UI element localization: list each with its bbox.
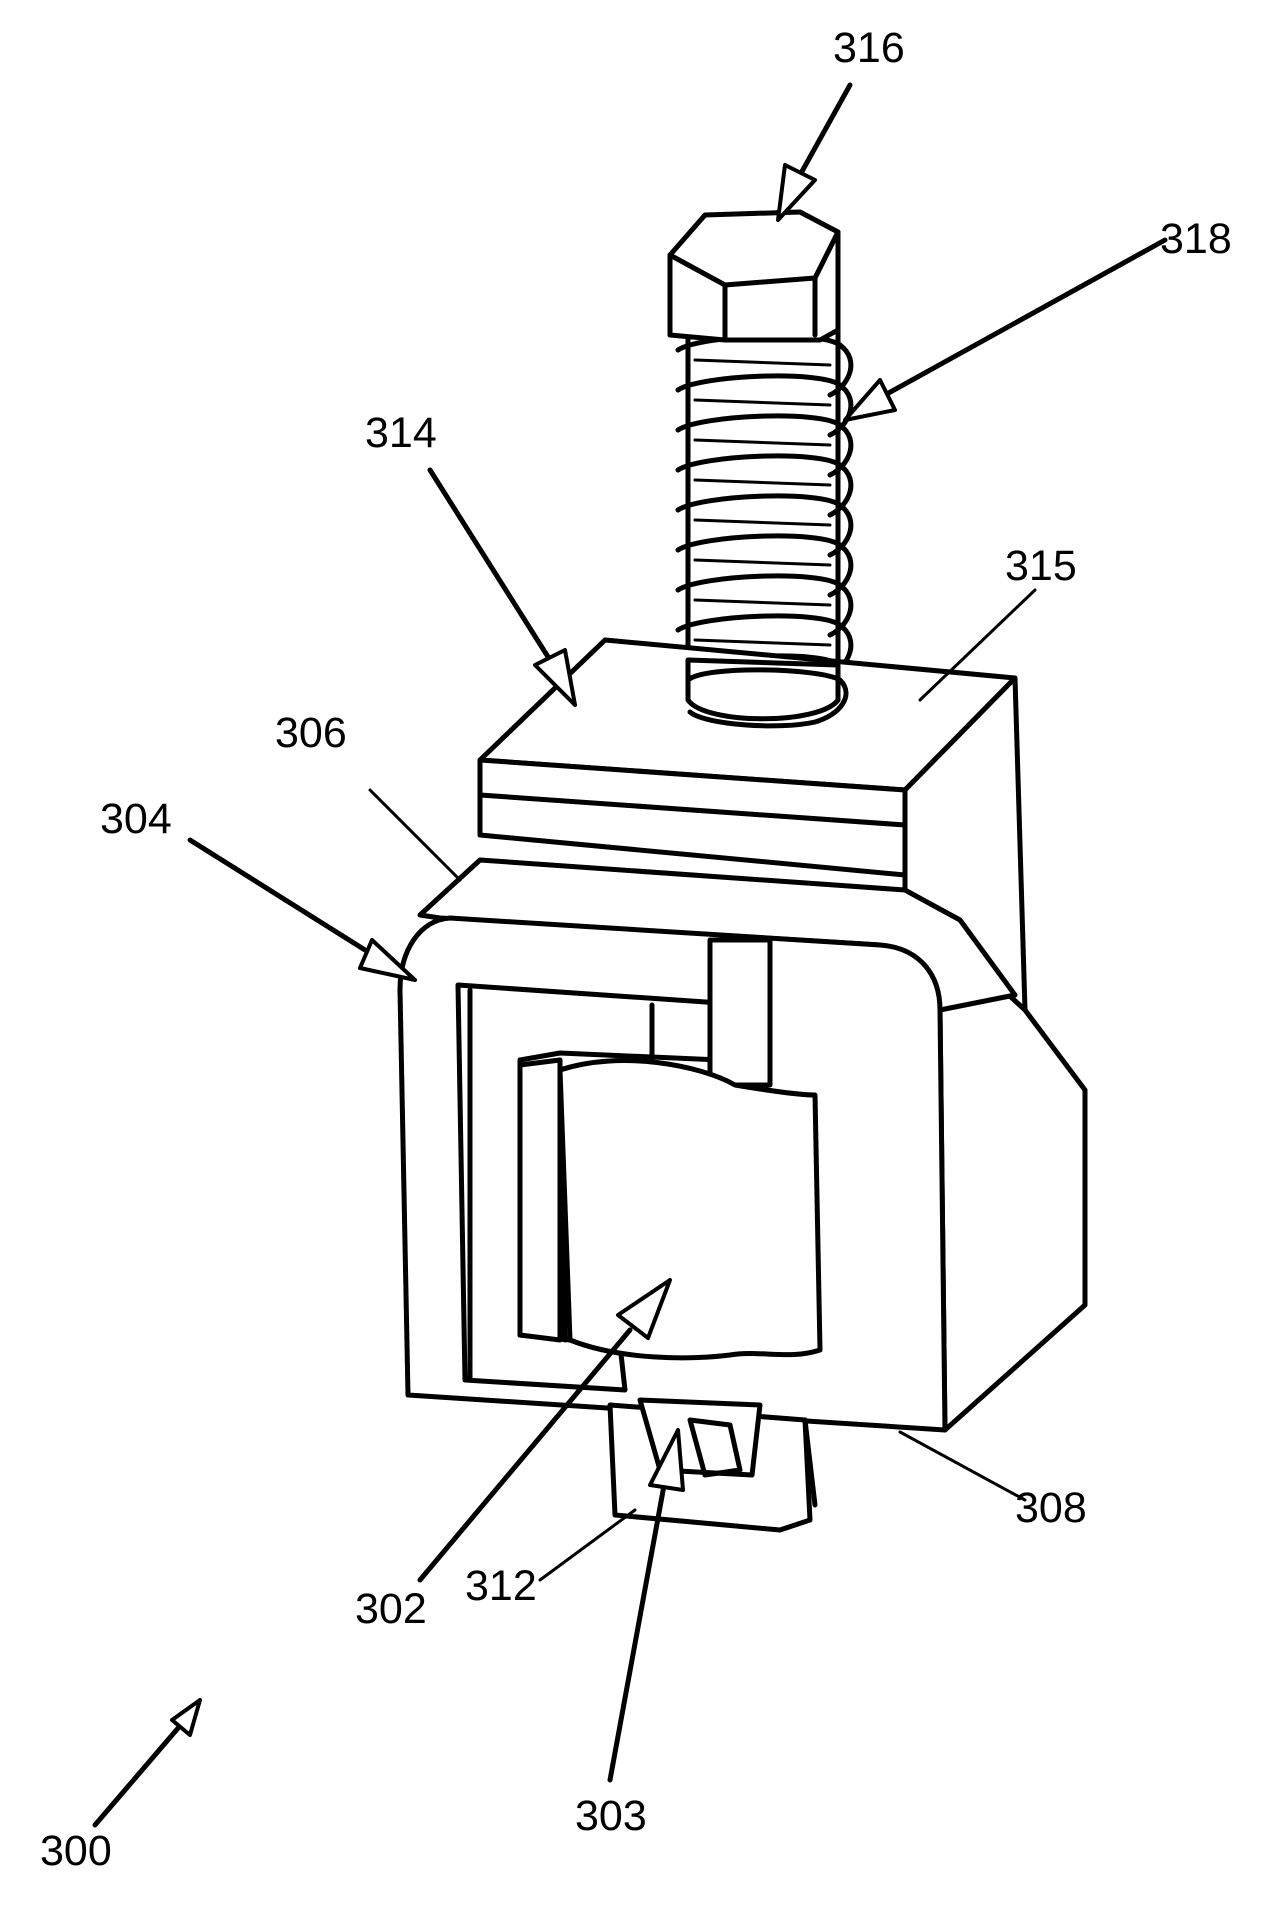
spindle-slot <box>710 940 770 1085</box>
bolt-hex-head <box>670 212 838 340</box>
bottom-foot <box>610 1400 815 1530</box>
ref-label-300: 300 <box>40 1830 112 1873</box>
ref-label-316: 316 <box>833 27 905 70</box>
ref-label-308: 308 <box>1015 1487 1087 1530</box>
ref-label-303: 303 <box>575 1795 647 1838</box>
ref-label-306: 306 <box>275 712 347 755</box>
ref-label-302: 302 <box>355 1588 427 1631</box>
ref-label-318: 318 <box>1160 218 1232 261</box>
roller-body <box>560 1061 820 1358</box>
ref-label-304: 304 <box>100 798 172 841</box>
ref-label-312: 312 <box>465 1565 537 1608</box>
ref-label-314: 314 <box>365 412 437 455</box>
ref-label-315: 315 <box>1005 545 1077 588</box>
roller <box>560 1061 820 1358</box>
bolt <box>670 212 851 710</box>
